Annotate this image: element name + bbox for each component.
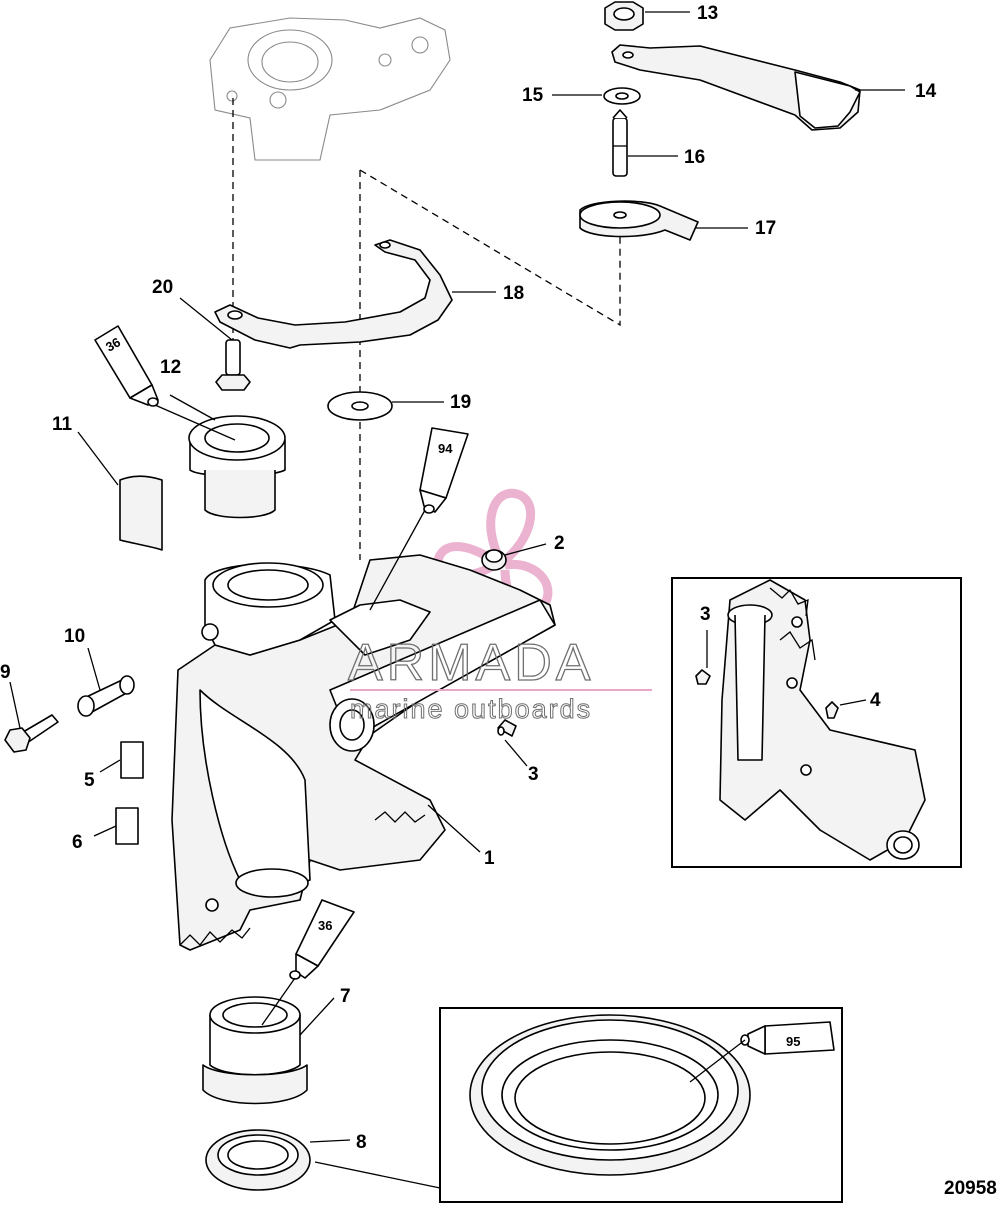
part-7-bushing [202, 996, 308, 1105]
callout-6: 6 [72, 832, 83, 853]
part-17-plate [579, 200, 699, 241]
part-13-locknut [604, 1, 644, 31]
watermark-tagline: marine outboards [350, 694, 592, 724]
steering-housing-reference [209, 17, 451, 161]
leader-lines [9, 11, 905, 1143]
callout-16: 16 [684, 147, 705, 168]
inset-grease-fitting-3 [695, 669, 711, 685]
callout-19: 19 [450, 392, 471, 413]
callout-7: 7 [340, 986, 351, 1007]
callout-20: 20 [152, 277, 173, 298]
part-6-pad [115, 807, 139, 845]
callout-18: 18 [503, 283, 524, 304]
part-20-stud [215, 339, 251, 391]
callout-1: 1 [484, 848, 495, 869]
callout-5: 5 [84, 770, 95, 791]
seal-detail-inset [314, 1007, 843, 1203]
callout-9: 9 [0, 662, 11, 683]
part-12-bushing [188, 415, 286, 519]
callout-3: 3 [528, 764, 539, 785]
callout-13: 13 [697, 3, 718, 24]
callout-11: 11 [52, 414, 73, 435]
part-2-fitting [481, 549, 507, 571]
svg-text:36: 36 [103, 334, 123, 354]
sealant-tube-36-lower: 36 [289, 899, 355, 980]
part-8-seal [205, 1129, 311, 1191]
svg-text:94: 94 [438, 441, 453, 456]
callout-14: 14 [915, 81, 937, 102]
bracket-detail-inset [671, 577, 962, 868]
part-15-washer [603, 87, 641, 105]
part-9-bolt [4, 714, 59, 753]
svg-text:95: 95 [786, 1034, 800, 1049]
part-14-handle-lever [611, 44, 861, 131]
sealant-tube-95: 95 [740, 1021, 835, 1055]
figure-number: 20958 [944, 1178, 997, 1199]
watermark-brand: ARMADA [348, 634, 594, 692]
sealant-tube-94: 94 [419, 427, 469, 514]
callout-8: 8 [356, 1132, 367, 1153]
callout-12: 12 [160, 357, 181, 378]
part-11-pad [119, 475, 163, 551]
callout-labels: 1 2 3 3 4 5 6 7 8 9 10 11 12 13 14 15 16… [0, 3, 937, 1153]
part-19-washer [327, 391, 393, 421]
callout-4: 4 [870, 690, 881, 711]
part-1-swivel-bracket [171, 554, 556, 951]
guide-line-17 [359, 169, 621, 327]
svg-text:36: 36 [318, 918, 332, 933]
part-5-pad [120, 741, 144, 779]
callout-17: 17 [755, 218, 776, 239]
callout-15: 15 [522, 85, 544, 106]
callout-3-inset: 3 [700, 604, 711, 625]
part-18-curved-arm [214, 239, 453, 349]
part-10-sleeve [77, 675, 135, 717]
part-16-pin [612, 109, 628, 177]
part-3-grease-fitting [497, 719, 517, 737]
inset-grease-fitting-4 [825, 701, 839, 719]
callout-10: 10 [64, 626, 85, 647]
sealant-tube-36-upper: 36 [94, 325, 159, 407]
callout-2: 2 [554, 533, 565, 554]
